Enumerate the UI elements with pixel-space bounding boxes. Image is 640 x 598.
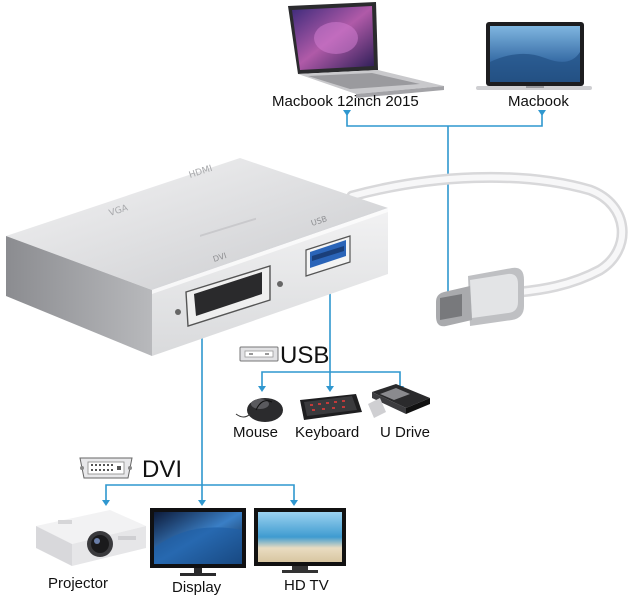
usb-bracket-line: [261, 371, 401, 389]
usb-device-keyboard-label: Keyboard: [295, 424, 360, 441]
u-drive-image: [368, 384, 430, 418]
adapter-box: VGA HDMI DVI USB: [6, 158, 388, 356]
dvi-embossed-label: DVI: [212, 251, 228, 264]
usb-section-title: USB: [280, 342, 330, 369]
dvi-section-title: DVI: [142, 456, 183, 483]
laptop-left-label: Macbook 12inch 2015: [272, 93, 419, 110]
keyboard-image: [300, 394, 362, 420]
dvi-bracket-line: [105, 484, 295, 503]
display-image: [150, 508, 246, 576]
laptop-right-image: [476, 22, 592, 90]
laptop-right-label: Macbook: [508, 93, 569, 110]
mouse-image: [235, 398, 283, 422]
dvi-device-projector-label: Projector: [48, 575, 109, 592]
laptop-left-image: [288, 2, 444, 98]
usb-port: [305, 235, 351, 277]
usb-connector-icon: [239, 346, 279, 362]
hd-tv-image: [254, 508, 346, 573]
dvi-port: [175, 217, 283, 327]
projector-image: [36, 510, 146, 566]
dvi-connector-icon: [79, 457, 133, 479]
dvi-device-display-label: Display: [172, 579, 222, 596]
hosts-bracket-line: [346, 113, 543, 127]
usb-device-udrive-label: U Drive: [380, 424, 431, 441]
usb-c-plug: [436, 267, 524, 327]
usb-device-mouse-label: Mouse: [233, 424, 279, 441]
dvi-device-hdtv-label: HD TV: [284, 577, 329, 594]
